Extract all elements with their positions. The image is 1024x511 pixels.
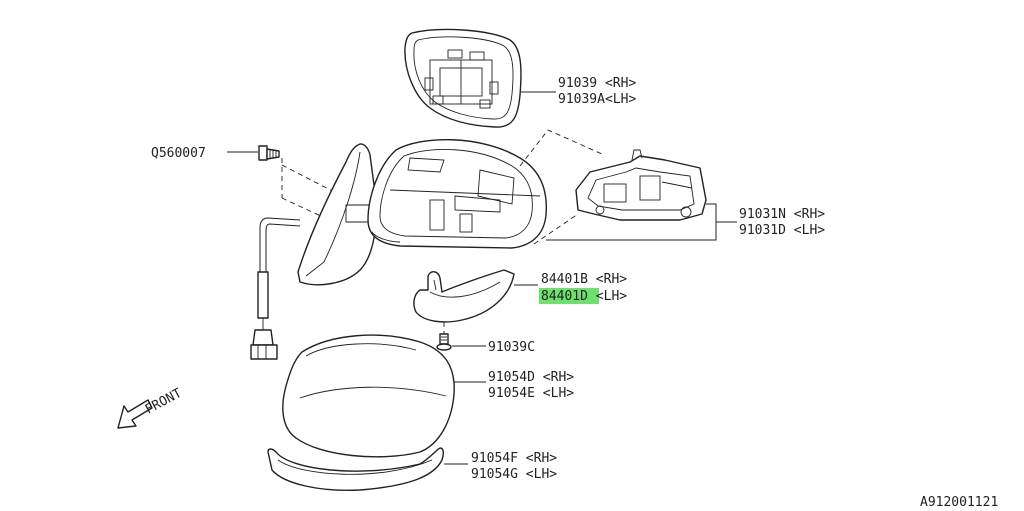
garnish-part (267, 447, 445, 492)
wire-harness-part (250, 217, 301, 360)
mirror-glass-part (404, 28, 522, 128)
label-84401b-rh: 84401B <RH> (541, 272, 627, 287)
front-label: FRONT (143, 386, 185, 418)
label-91054f-rh: 91054F <RH> (471, 451, 557, 466)
label-91039-rh: 91039 <RH> (558, 76, 636, 91)
screw-part (436, 322, 486, 351)
highlight-84401d (539, 288, 599, 304)
label-91039c: 91039C (488, 340, 535, 355)
label-84401d-lh: 84401D <LH> (541, 289, 627, 304)
label-91031d-lh: 91031D <LH> (739, 223, 825, 238)
front-arrow-icon (117, 399, 153, 429)
bolt-part (227, 145, 280, 161)
motor-unit-part (575, 149, 707, 221)
label-q560007: Q560007 (151, 146, 206, 161)
label-91039a-lh: 91039A<LH> (558, 92, 636, 107)
label-91054g-lh: 91054G <LH> (471, 467, 557, 482)
mirror-base-part (297, 143, 378, 286)
mirror-cover-part (282, 334, 455, 458)
diagram-id: A912001121 (920, 495, 998, 510)
label-91031n-rh: 91031N <RH> (739, 207, 825, 222)
turn-lamp-part (413, 269, 515, 323)
label-91054e-lh: 91054E <LH> (488, 386, 574, 401)
label-91054d-rh: 91054D <RH> (488, 370, 574, 385)
mirror-housing-part (367, 139, 547, 249)
